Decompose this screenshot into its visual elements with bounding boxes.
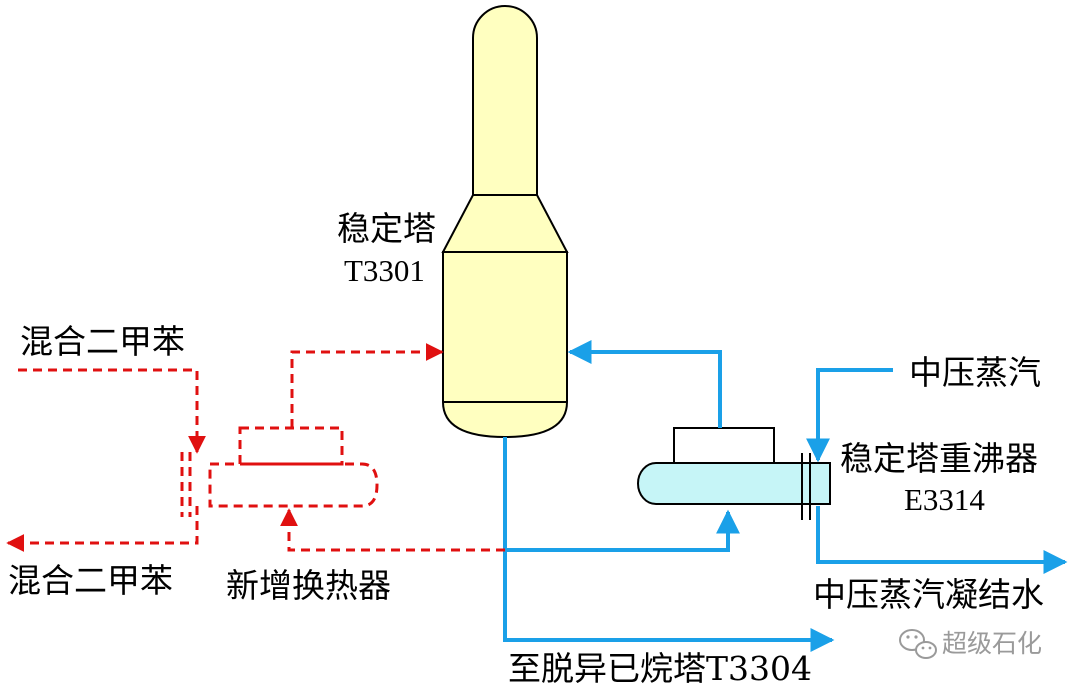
condensate-label: 中压蒸汽凝结水: [813, 575, 1044, 614]
red-dashed-lines: [6, 343, 505, 552]
wechat-icon: [899, 629, 937, 659]
watermark-text: 超级石化: [942, 629, 1042, 658]
reboiler-tag-label: E3314: [904, 482, 985, 517]
reboiler-name-label: 稳定塔重沸器: [840, 439, 1038, 478]
stabilizer-tower: [441, 5, 569, 439]
tower-tag-label: T3301: [344, 253, 425, 288]
new-exchanger-label: 新增换热器: [226, 566, 391, 605]
tower-name-label: 稳定塔: [337, 209, 436, 248]
feed-in-label: 混合二甲苯: [20, 322, 185, 361]
new-heat-exchanger: [180, 426, 379, 517]
bottoms-destination-label: 至脱异已烷塔T3304: [508, 649, 812, 688]
reboiler-e3314: [637, 427, 831, 520]
blue-process-lines: [503, 340, 1068, 652]
feed-out-label: 混合二甲苯: [8, 561, 173, 600]
mp-steam-label: 中压蒸汽: [909, 353, 1041, 392]
